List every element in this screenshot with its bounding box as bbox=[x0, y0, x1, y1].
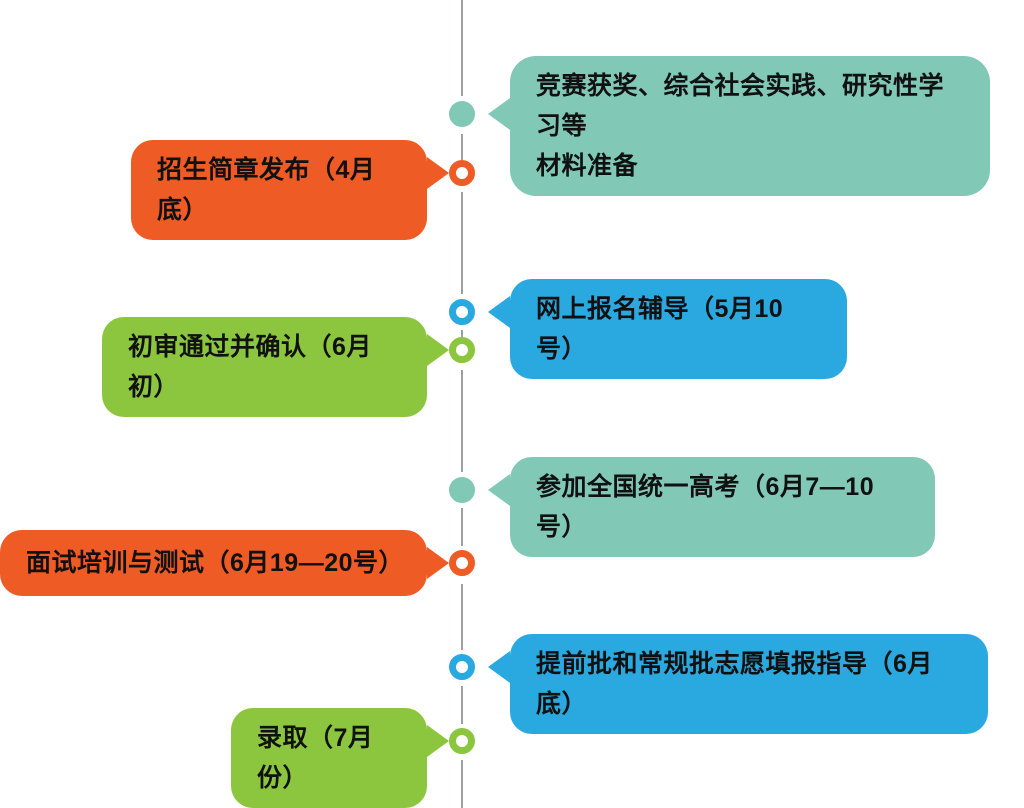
timeline-event-bubble[interactable]: 提前批和常规批志愿填报指导（6月底） bbox=[510, 634, 988, 734]
timeline-event-label: 竞赛获奖、综合社会实践、研究性学习等 材料准备 bbox=[536, 72, 945, 180]
timeline-event-label: 网上报名辅导（5月10号） bbox=[536, 295, 784, 363]
timeline-event-bubble[interactable]: 竞赛获奖、综合社会实践、研究性学习等 材料准备 bbox=[510, 56, 990, 196]
timeline-marker-ring[interactable] bbox=[449, 299, 475, 325]
timeline-event-bubble[interactable]: 参加全国统一高考（6月7—10号） bbox=[510, 457, 935, 557]
timeline-event-label: 参加全国统一高考（6月7—10号） bbox=[536, 473, 875, 541]
timeline-event-bubble[interactable]: 录取（7月份） bbox=[231, 708, 427, 808]
timeline-event-bubble[interactable]: 招生简章发布（4月底） bbox=[131, 140, 427, 240]
timeline-axis-segment bbox=[461, 370, 463, 472]
bubble-tail bbox=[427, 157, 449, 189]
bubble-tail bbox=[488, 651, 510, 683]
bubble-tail bbox=[488, 296, 510, 328]
timeline-event-label: 提前批和常规批志愿填报指导（6月底） bbox=[536, 650, 933, 718]
timeline-axis-segment bbox=[461, 584, 463, 650]
timeline-marker-ring[interactable] bbox=[449, 728, 475, 754]
timeline-axis-segment bbox=[461, 134, 463, 160]
timeline-event-label: 初审通过并确认（6月初） bbox=[128, 333, 372, 401]
timeline-marker-ring[interactable] bbox=[449, 550, 475, 576]
timeline-event-bubble[interactable]: 网上报名辅导（5月10号） bbox=[510, 279, 847, 379]
bubble-tail bbox=[488, 474, 510, 506]
timeline-marker-filled[interactable] bbox=[449, 477, 475, 503]
timeline-axis-segment bbox=[461, 686, 463, 724]
timeline-axis-segment bbox=[461, 0, 463, 96]
bubble-tail bbox=[488, 98, 510, 130]
timeline-event-bubble[interactable]: 面试培训与测试（6月19—20号） bbox=[0, 530, 427, 596]
timeline-event-label: 面试培训与测试（6月19—20号） bbox=[26, 549, 405, 577]
timeline-event-label: 招生简章发布（4月底） bbox=[157, 156, 376, 224]
timeline-marker-ring[interactable] bbox=[449, 160, 475, 186]
bubble-tail bbox=[427, 725, 449, 757]
timeline-marker-ring[interactable] bbox=[449, 337, 475, 363]
timeline-marker-filled[interactable] bbox=[449, 101, 475, 127]
timeline-axis-segment bbox=[461, 760, 463, 808]
bubble-tail bbox=[427, 334, 449, 366]
timeline-event-label: 录取（7月份） bbox=[257, 724, 374, 792]
timeline-axis-segment bbox=[461, 192, 463, 294]
timeline-marker-ring[interactable] bbox=[449, 654, 475, 680]
timeline-event-bubble[interactable]: 初审通过并确认（6月初） bbox=[102, 317, 427, 417]
timeline-axis-segment bbox=[461, 508, 463, 546]
bubble-tail bbox=[427, 547, 449, 579]
